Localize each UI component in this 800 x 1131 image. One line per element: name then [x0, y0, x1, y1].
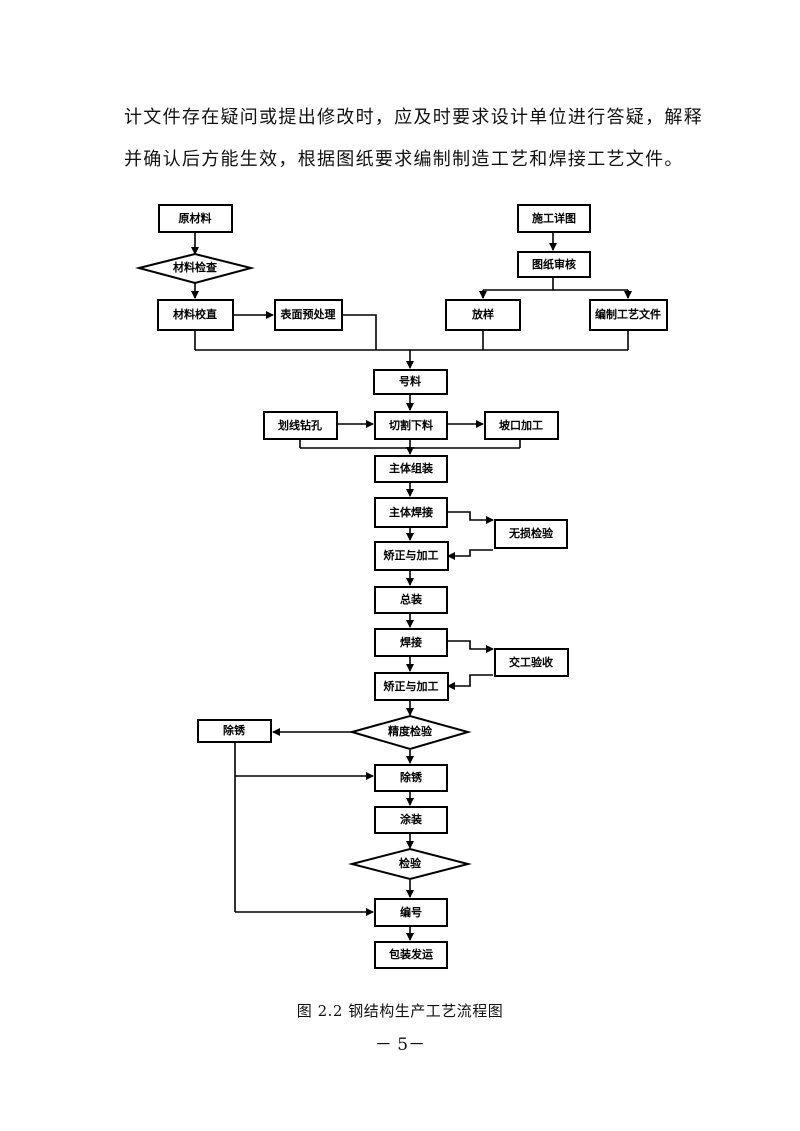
node-precision-inspection: 精度检验 — [348, 714, 472, 751]
node-material-straightening: 材料校直 — [157, 299, 234, 331]
label-rust-removal-side: 除锈 — [223, 723, 246, 737]
figure-caption: 图 2.2 钢结构生产工艺流程图 — [296, 1002, 504, 1020]
label-packing-shipping: 包装发运 — [388, 947, 433, 961]
label-cutting: 切割下料 — [389, 418, 433, 432]
node-final-assembly: 总装 — [374, 586, 448, 614]
label-main-welding: 主体焊接 — [389, 505, 433, 519]
node-inspection: 检验 — [348, 847, 472, 881]
label-raw-material: 原材料 — [179, 211, 212, 225]
node-rust-removal-side: 除锈 — [197, 719, 272, 743]
label-rust-removal: 除锈 — [400, 770, 423, 784]
label-precision-inspection: 精度检验 — [388, 724, 433, 738]
node-correction-1: 矫正与加工 — [374, 541, 449, 571]
node-raw-material: 原材料 — [158, 204, 233, 233]
node-lofting: 放样 — [445, 299, 521, 331]
label-material-marking: 号料 — [399, 374, 421, 388]
node-main-welding: 主体焊接 — [374, 497, 448, 528]
node-material-inspection: 材料检查 — [135, 252, 255, 285]
node-groove-processing: 坡口加工 — [484, 411, 559, 440]
label-painting: 涂装 — [400, 812, 422, 826]
label-correction-1: 矫正与加工 — [384, 548, 439, 562]
node-numbering: 编号 — [374, 898, 448, 927]
label-scribe-drill: 划线钻孔 — [278, 418, 322, 432]
node-material-marking: 号料 — [373, 369, 448, 395]
node-process-documents: 编制工艺文件 — [589, 299, 668, 331]
node-ndt: 无损检验 — [494, 519, 568, 549]
label-welding: 焊接 — [400, 635, 422, 649]
label-ndt: 无损检验 — [508, 526, 554, 540]
node-main-assembly: 主体组装 — [374, 455, 448, 483]
body-paragraph-line-2: 并确认后方能生效，根据图纸要求编制制造工艺和焊接工艺文件。 — [124, 149, 684, 170]
node-drawing-review: 图纸审核 — [517, 251, 591, 278]
node-scribe-drill: 划线钻孔 — [263, 411, 338, 440]
node-construction-drawing: 施工详图 — [517, 204, 591, 233]
node-rust-removal: 除锈 — [374, 764, 448, 792]
label-correction-2: 矫正与加工 — [384, 679, 439, 693]
label-numbering: 编号 — [400, 905, 422, 919]
label-groove-processing: 坡口加工 — [499, 418, 543, 432]
label-main-assembly: 主体组装 — [389, 461, 433, 475]
label-construction-drawing: 施工详图 — [532, 211, 576, 225]
page-number: － 5－ — [374, 1035, 426, 1055]
label-drawing-review: 图纸审核 — [532, 257, 576, 271]
node-handover-acceptance: 交工验收 — [494, 648, 569, 677]
node-cutting: 切割下料 — [374, 411, 448, 440]
node-correction-2: 矫正与加工 — [374, 672, 449, 701]
label-material-inspection: 材料检查 — [173, 260, 217, 274]
node-packing-shipping: 包装发运 — [374, 941, 448, 969]
node-painting: 涂装 — [374, 806, 448, 834]
label-handover-acceptance: 交工验收 — [509, 655, 553, 669]
label-lofting: 放样 — [471, 307, 494, 321]
node-surface-pretreatment: 表面预处理 — [274, 299, 343, 331]
label-inspection: 检验 — [399, 856, 422, 870]
label-surface-pretreatment: 表面预处理 — [280, 307, 336, 321]
node-welding: 焊接 — [374, 628, 448, 657]
label-final-assembly: 总装 — [400, 592, 422, 606]
label-process-documents: 编制工艺文件 — [595, 307, 661, 321]
flow-connectors — [191, 232, 632, 941]
body-paragraph-line-1: 计文件存在疑问或提出修改时，应及时要求设计单位进行答疑，解释 — [124, 107, 703, 128]
label-material-straightening: 材料校直 — [173, 307, 217, 321]
